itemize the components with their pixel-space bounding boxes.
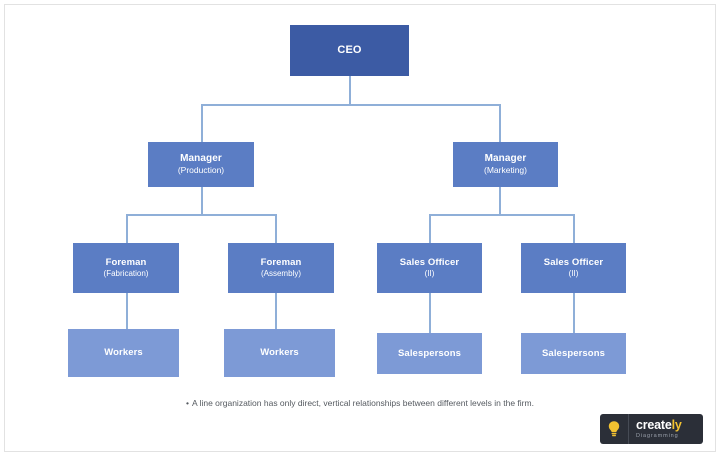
node-foreman-assembly-title: Foreman bbox=[260, 257, 302, 269]
connector-bus-to-foreman-assembly bbox=[275, 214, 277, 243]
connector-ceo-bus bbox=[201, 104, 500, 106]
node-salespersons-2-title: Salespersons bbox=[542, 347, 605, 359]
node-foreman-fabrication[interactable]: Foreman (Fabrication) bbox=[73, 243, 179, 293]
node-manager-production-subtitle: (Production) bbox=[177, 165, 225, 176]
caption-bullet: • bbox=[186, 398, 190, 408]
node-salespersons-1-title: Salespersons bbox=[398, 347, 461, 359]
node-workers-2[interactable]: Workers bbox=[224, 329, 335, 377]
node-manager-marketing[interactable]: Manager (Marketing) bbox=[453, 142, 558, 187]
node-sales-officer-1-title: Sales Officer bbox=[399, 257, 460, 269]
caption-text: A line organization has only direct, ver… bbox=[192, 398, 534, 408]
connector-foreman-assembly-to-workers bbox=[275, 293, 277, 329]
connector-sales-officer-1-to-salespersons bbox=[429, 293, 431, 333]
canvas-frame bbox=[4, 4, 716, 452]
diagram-caption: •A line organization has only direct, ve… bbox=[60, 398, 660, 410]
creately-logo[interactable]: creately Diagramming bbox=[600, 414, 703, 444]
connector-sales-officer-2-to-salespersons bbox=[573, 293, 575, 333]
logo-brand-accent: ly bbox=[671, 418, 682, 432]
node-salespersons-1[interactable]: Salespersons bbox=[377, 333, 482, 374]
logo-brand: creately bbox=[636, 419, 682, 432]
node-ceo[interactable]: CEO bbox=[290, 25, 409, 76]
connector-ceo-stem bbox=[349, 76, 351, 105]
connector-manager-marketing-bus bbox=[429, 214, 574, 216]
node-sales-officer-2[interactable]: Sales Officer (II) bbox=[521, 243, 626, 293]
node-foreman-assembly-subtitle: (Assembly) bbox=[260, 268, 301, 278]
node-sales-officer-2-title: Sales Officer bbox=[543, 257, 604, 269]
node-salespersons-2[interactable]: Salespersons bbox=[521, 333, 626, 374]
lightbulb-icon bbox=[600, 414, 629, 444]
node-workers-2-title: Workers bbox=[260, 347, 299, 359]
node-workers-1-title: Workers bbox=[104, 347, 143, 359]
logo-brand-main: create bbox=[636, 418, 672, 432]
node-manager-marketing-subtitle: (Marketing) bbox=[484, 165, 527, 176]
node-manager-production-title: Manager bbox=[180, 152, 222, 164]
node-ceo-title: CEO bbox=[337, 43, 362, 56]
node-foreman-fabrication-subtitle: (Fabrication) bbox=[103, 268, 149, 278]
node-workers-1[interactable]: Workers bbox=[68, 329, 179, 377]
node-sales-officer-2-subtitle: (II) bbox=[568, 268, 579, 278]
connector-bus-to-sales-officer-1 bbox=[429, 214, 431, 243]
connector-bus-to-manager-production bbox=[201, 104, 203, 142]
node-foreman-assembly[interactable]: Foreman (Assembly) bbox=[228, 243, 334, 293]
connector-manager-production-bus bbox=[126, 214, 276, 216]
logo-tagline: Diagramming bbox=[636, 432, 679, 439]
connector-manager-marketing-stem bbox=[499, 187, 501, 215]
node-foreman-fabrication-title: Foreman bbox=[105, 257, 147, 269]
connector-foreman-fabrication-to-workers bbox=[126, 293, 128, 329]
node-manager-marketing-title: Manager bbox=[484, 152, 527, 164]
logo-text-block: creately Diagramming bbox=[629, 419, 682, 439]
node-manager-production[interactable]: Manager (Production) bbox=[148, 142, 254, 187]
node-sales-officer-1[interactable]: Sales Officer (II) bbox=[377, 243, 482, 293]
connector-bus-to-sales-officer-2 bbox=[573, 214, 575, 243]
node-sales-officer-1-subtitle: (II) bbox=[424, 268, 435, 278]
connector-bus-to-foreman-fabrication bbox=[126, 214, 128, 243]
connector-bus-to-manager-marketing bbox=[499, 104, 501, 142]
connector-manager-production-stem bbox=[201, 187, 203, 215]
